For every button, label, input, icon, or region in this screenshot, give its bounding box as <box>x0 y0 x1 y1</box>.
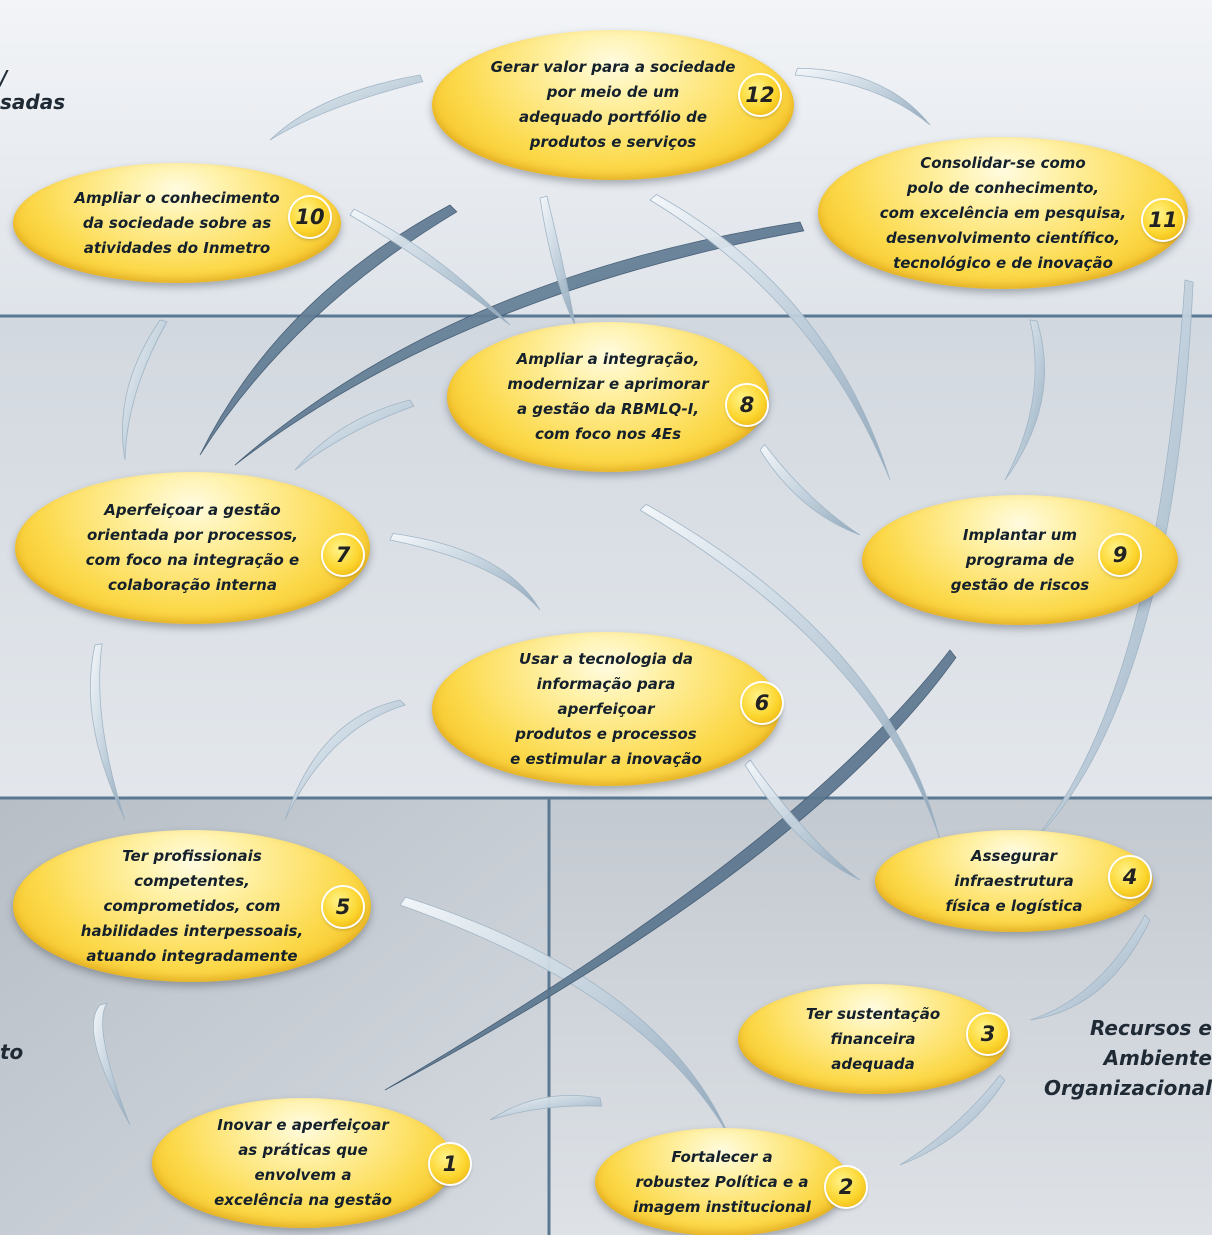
arrow-4-to-6 <box>744 759 861 881</box>
arrow-9-to-11 <box>1004 319 1045 481</box>
objective-3[interactable]: Ter sustentação financeira adequada <box>738 984 1008 1094</box>
objective-9-text: Implantar um programa de gestão de risco… <box>950 525 1090 594</box>
arrow-6-to-7 <box>389 533 541 611</box>
arrow-4-to-7 <box>639 503 941 841</box>
objective-12-number-badge: 12 <box>740 75 780 115</box>
objective-2-text: Fortalecer a robustez Política e a image… <box>633 1147 811 1216</box>
arrow-5-to-7 <box>89 643 126 821</box>
objective-3-text: Ter sustentação financeira adequada <box>805 1004 941 1073</box>
objective-2-number-badge: 2 <box>826 1167 866 1207</box>
arrow-11-to-12 <box>794 67 931 126</box>
objective-6[interactable]: Usar a tecnologia da informação para ape… <box>432 632 780 786</box>
arrow-7-to-10 <box>122 319 168 461</box>
objective-11[interactable]: Consolidar-se como polo de conhecimento,… <box>818 137 1188 289</box>
objective-5-number-badge: 5 <box>323 887 363 927</box>
arrow-1-to-9-dark <box>384 649 957 1091</box>
objective-7-text: Aperfeiçoar a gestão orientada por proce… <box>85 501 300 594</box>
objective-10[interactable]: Ampliar o conhecimento da sociedade sobr… <box>13 163 341 283</box>
objective-8-number-badge: 8 <box>727 385 767 425</box>
side-label-bottom-right: Recursos e Ambiente Organizacional <box>1044 1016 1212 1100</box>
objective-7[interactable]: Aperfeiçoar a gestão orientada por proce… <box>15 472 370 624</box>
objective-10-number-badge: 10 <box>290 197 330 237</box>
objective-3-number-badge: 3 <box>968 1014 1008 1054</box>
arrow-8-to-10 <box>349 208 511 326</box>
objective-10-text: Ampliar o conhecimento da sociedade sobr… <box>74 188 280 257</box>
objective-11-text: Consolidar-se como polo de conhecimento,… <box>879 153 1127 272</box>
objective-8-text: Ampliar a integração, modernizar e aprim… <box>507 350 709 443</box>
arrow-7-to-12-dark <box>199 204 458 456</box>
objective-1[interactable]: Inovar e aperfeiçoar as práticas que env… <box>152 1098 454 1228</box>
arrow-3-to-4 <box>1029 914 1151 1021</box>
arrow-9-to-8 <box>759 443 861 536</box>
arrow-7-to-8 <box>294 399 415 471</box>
arrow-9-to-12 <box>649 194 891 481</box>
arrow-2-to-5 <box>399 896 731 1139</box>
objective-1-number-badge: 1 <box>430 1144 470 1184</box>
objective-4[interactable]: Assegurar infraestrutura física e logíst… <box>875 830 1153 932</box>
objective-4-text: Assegurar infraestrutura física e logíst… <box>945 846 1083 915</box>
objective-8[interactable]: Ampliar a integração, modernizar e aprim… <box>447 322 769 472</box>
objective-6-number-badge: 6 <box>742 683 782 723</box>
objective-12-text: Gerar valor para a sociedade por meio de… <box>490 58 736 151</box>
objective-2[interactable]: Fortalecer a robustez Política e a image… <box>595 1128 849 1235</box>
objective-7-number-badge: 7 <box>323 535 363 575</box>
arrow-2-to-3 <box>899 1074 1006 1166</box>
objective-12[interactable]: Gerar valor para a sociedade por meio de… <box>432 30 794 180</box>
arrow-7-to-11-dark <box>234 221 805 466</box>
objective-1-text: Inovar e aperfeiçoar as práticas que env… <box>214 1116 392 1209</box>
arrow-5-to-6 <box>284 699 406 821</box>
arrow-1-to-2 <box>489 1094 603 1121</box>
arrow-8-to-12 <box>539 195 576 326</box>
side-label-bottom-left: to <box>0 1040 24 1064</box>
objective-5-text: Ter profissionais competentes, compromet… <box>80 846 304 965</box>
arrow-1-to-5 <box>93 1002 131 1126</box>
arrow-4-to-11 <box>1029 279 1194 846</box>
side-label-top-left: / sadas <box>0 66 66 114</box>
arrow-10-to-12 <box>269 74 424 141</box>
objective-4-number-badge: 4 <box>1110 857 1150 897</box>
objective-11-number-badge: 11 <box>1143 200 1183 240</box>
objective-6-text: Usar a tecnologia da informação para ape… <box>510 649 702 768</box>
objective-5[interactable]: Ter profissionais competentes, compromet… <box>13 830 371 982</box>
objective-9-number-badge: 9 <box>1100 535 1140 575</box>
